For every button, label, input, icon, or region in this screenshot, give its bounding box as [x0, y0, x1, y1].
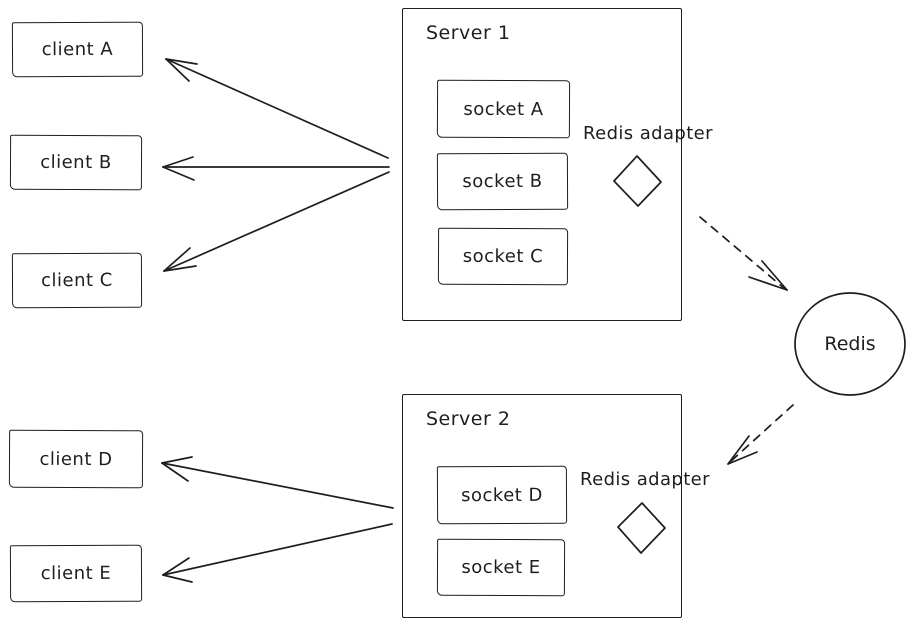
node-server-2[interactable]: Server 2 socket D socket E	[402, 394, 682, 618]
adapter-label-server2: Redis adapter	[580, 469, 710, 490]
server-title: Server 2	[426, 408, 511, 430]
adapter-diamond-server2[interactable]	[618, 503, 665, 553]
adapter-diamond-server1[interactable]	[614, 156, 661, 206]
arrow-server2-to-client-e[interactable]	[163, 524, 392, 582]
redis-circle[interactable]	[795, 293, 905, 395]
arrow-server1-to-client-b[interactable]	[163, 157, 389, 180]
server-title: Server 1	[426, 22, 511, 44]
arrow-redis-to-adapter2[interactable]	[728, 405, 793, 464]
arrow-adapter1-to-redis[interactable]	[700, 217, 787, 290]
adapter-label-server1: Redis adapter	[583, 123, 713, 144]
arrow-server1-to-client-a[interactable]	[166, 59, 388, 158]
redis-label: Redis	[824, 333, 876, 355]
arrow-server2-to-client-d[interactable]	[162, 457, 393, 508]
arrow-server1-to-client-c[interactable]	[164, 172, 389, 271]
